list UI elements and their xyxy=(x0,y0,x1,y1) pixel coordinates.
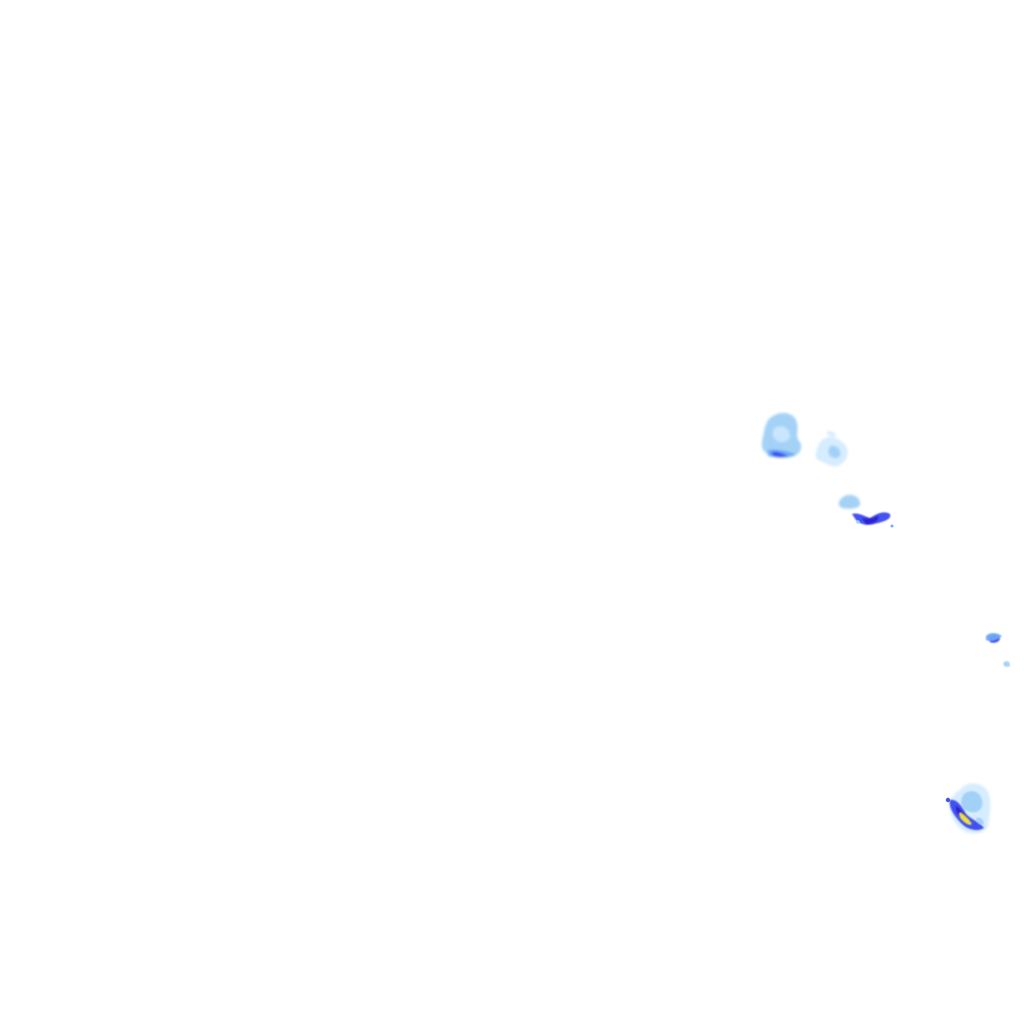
precip-cell-c xyxy=(838,494,894,528)
precip-cell-a xyxy=(761,412,802,458)
precip-cell-b xyxy=(815,431,848,467)
precip-cell-d xyxy=(986,633,1010,667)
precip-cell-e xyxy=(945,783,991,834)
